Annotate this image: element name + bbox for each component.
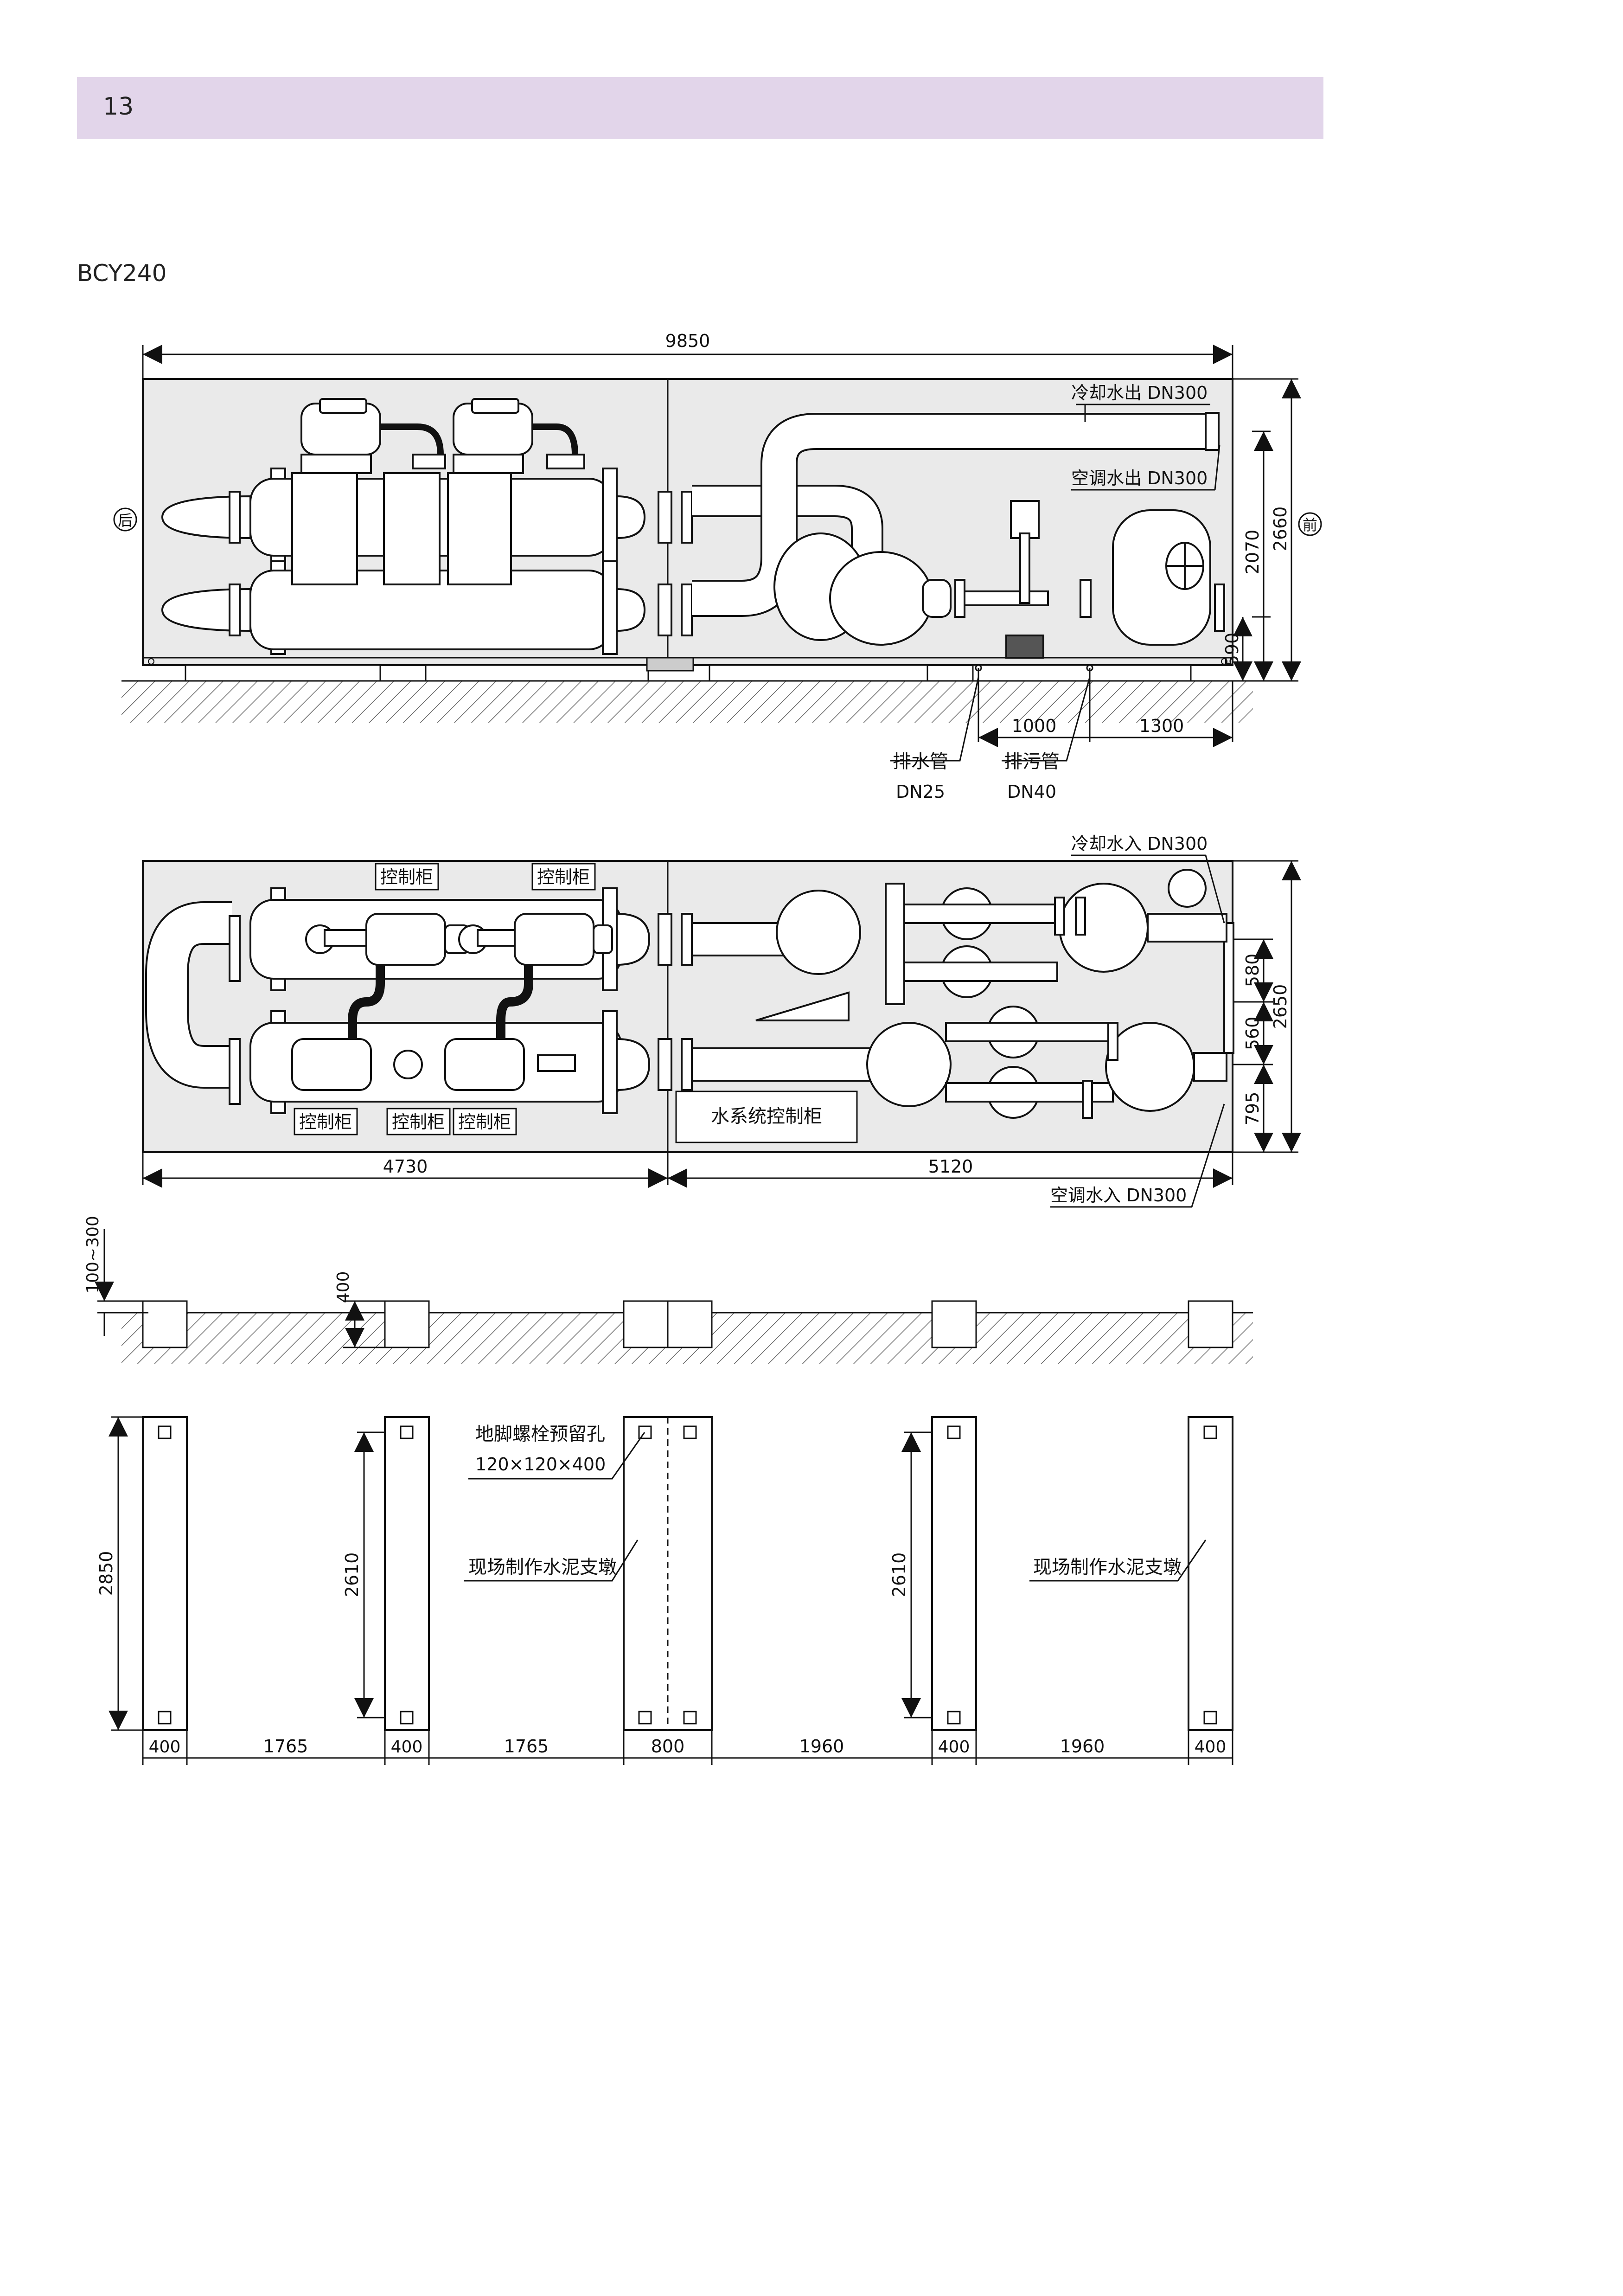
dim-1960-1: 1960 xyxy=(799,1736,844,1757)
foundation-section: 100~300 400 xyxy=(83,1216,1253,1364)
plan-dims-bottom xyxy=(142,1152,1233,1188)
rear-marker: 后 xyxy=(118,512,133,529)
plan-compressors xyxy=(291,913,613,1091)
page-number: 13 xyxy=(103,93,134,121)
dim-795: 795 xyxy=(1242,1092,1263,1126)
dim-foundation-height: 100~300 xyxy=(83,1216,102,1294)
control-cabinet-3: 控制柜 xyxy=(299,1112,352,1132)
dim-580: 580 xyxy=(1242,954,1263,988)
dim-drain-spacing: 1000 xyxy=(1012,716,1057,736)
pier-2 xyxy=(384,1416,430,1731)
dim-plan-depth: 2650 xyxy=(1270,984,1291,1029)
dim-foundation-depth: 400 xyxy=(334,1271,353,1303)
dim-400-1: 400 xyxy=(149,1738,181,1757)
plan-dims-right xyxy=(1233,860,1301,1153)
elevation-view: 9850 xyxy=(113,331,1322,802)
foundation-plan: 2850 2610 2610 地脚螺栓预留孔 120×120×400 现场制作水… xyxy=(96,1416,1233,1765)
sewage-pipe-size: DN40 xyxy=(1007,782,1056,802)
drain-pipe-label: 排水管 xyxy=(893,751,948,772)
dim-pier-short-right: 2610 xyxy=(889,1552,909,1597)
plan-view: 控制柜 控制柜 控制柜 控制柜 控制柜 xyxy=(142,834,1301,1208)
dim-400-3: 400 xyxy=(938,1738,970,1757)
pier-label-left: 现场制作水泥支墩 xyxy=(468,1557,617,1578)
anchor-hole-label: 地脚螺栓预留孔 xyxy=(475,1424,605,1445)
dim-1765-1: 1765 xyxy=(263,1736,308,1757)
ac-in-label: 空调水入 DN300 xyxy=(1050,1185,1187,1206)
dim-400-2: 400 xyxy=(391,1738,423,1757)
dim-pipe-height: 2070 xyxy=(1242,530,1263,575)
page-header-band: 13 xyxy=(77,77,1323,139)
control-cabinet-5: 控制柜 xyxy=(458,1112,511,1132)
dim-1960-2: 1960 xyxy=(1060,1736,1105,1757)
compressor-housings xyxy=(291,472,512,585)
anchor-hole-size: 120×120×400 xyxy=(475,1454,606,1475)
dim-800: 800 xyxy=(651,1736,685,1757)
dim-right-width: 5120 xyxy=(928,1156,973,1177)
dim-sewage-spacing: 1300 xyxy=(1139,716,1184,736)
drain-pipe-size: DN25 xyxy=(896,782,945,802)
dim-left-width: 4730 xyxy=(383,1156,428,1177)
dim-heights xyxy=(1233,378,1301,682)
header-piping xyxy=(658,412,1220,636)
pier-1 xyxy=(142,1416,188,1731)
pier-5 xyxy=(1188,1416,1233,1731)
dim-overall-width xyxy=(142,345,1233,380)
drain-callouts xyxy=(890,664,1233,762)
compressor-motors xyxy=(300,398,585,474)
pier-4 xyxy=(931,1416,977,1731)
dim-pier-long: 2850 xyxy=(96,1551,116,1596)
overall-width-label: 9850 xyxy=(665,331,710,351)
pumps xyxy=(773,500,1092,659)
lower-heat-exchanger xyxy=(161,560,646,655)
water-system-cabinet: 水系统控制柜 xyxy=(711,1106,822,1127)
control-cabinet-2: 控制柜 xyxy=(537,867,590,887)
dim-base-height: 590 xyxy=(1222,633,1242,667)
model-title: BCY240 xyxy=(77,260,167,287)
cooling-out-label: 冷却水出 DN300 xyxy=(1071,383,1208,403)
ground-hatch xyxy=(121,681,1253,723)
control-cabinet-4: 控制柜 xyxy=(392,1112,445,1132)
front-marker: 前 xyxy=(1303,516,1317,534)
dim-1765-2: 1765 xyxy=(504,1736,549,1757)
pier-label-right: 现场制作水泥支墩 xyxy=(1033,1557,1182,1578)
sewage-pipe-label: 排污管 xyxy=(1004,751,1060,772)
cooling-in-label: 冷却水入 DN300 xyxy=(1071,834,1208,854)
dim-total-height: 2660 xyxy=(1270,507,1291,552)
dim-400-4: 400 xyxy=(1195,1738,1227,1757)
dim-pier-short-left: 2610 xyxy=(342,1552,362,1597)
plan-right-piping xyxy=(658,869,1234,1119)
expansion-tank xyxy=(1112,509,1225,646)
ac-out-label: 空调水出 DN300 xyxy=(1071,468,1208,488)
control-cabinet-1: 控制柜 xyxy=(380,867,433,887)
dim-560: 560 xyxy=(1242,1017,1263,1051)
